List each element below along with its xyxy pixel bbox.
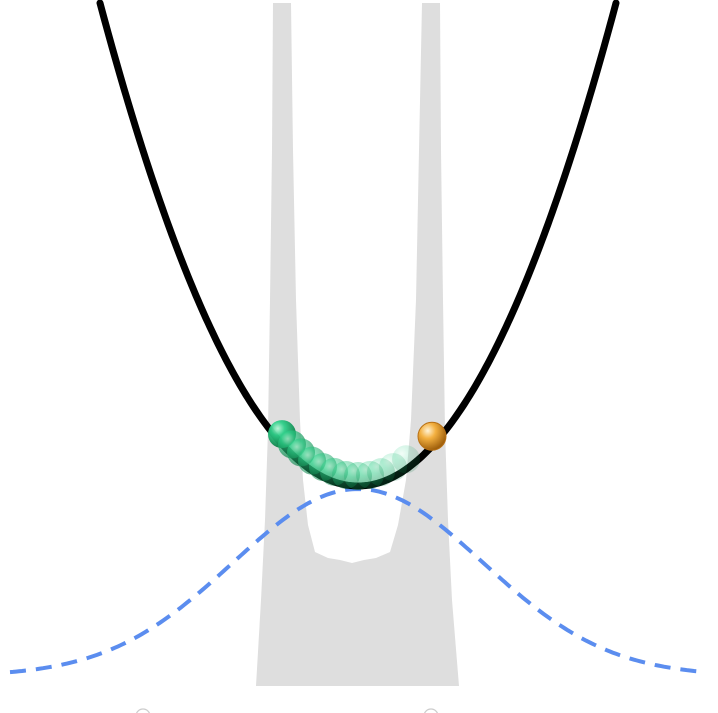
current-ball[interactable]: [417, 421, 447, 451]
slider-knob-right[interactable]: [424, 708, 438, 713]
ball-trail: [268, 420, 420, 490]
position-histogram: [256, 3, 459, 686]
harmonic-potential-curve: [96, 0, 620, 490]
slider-knob-left[interactable]: [136, 708, 150, 713]
trail-ball: [392, 445, 420, 474]
